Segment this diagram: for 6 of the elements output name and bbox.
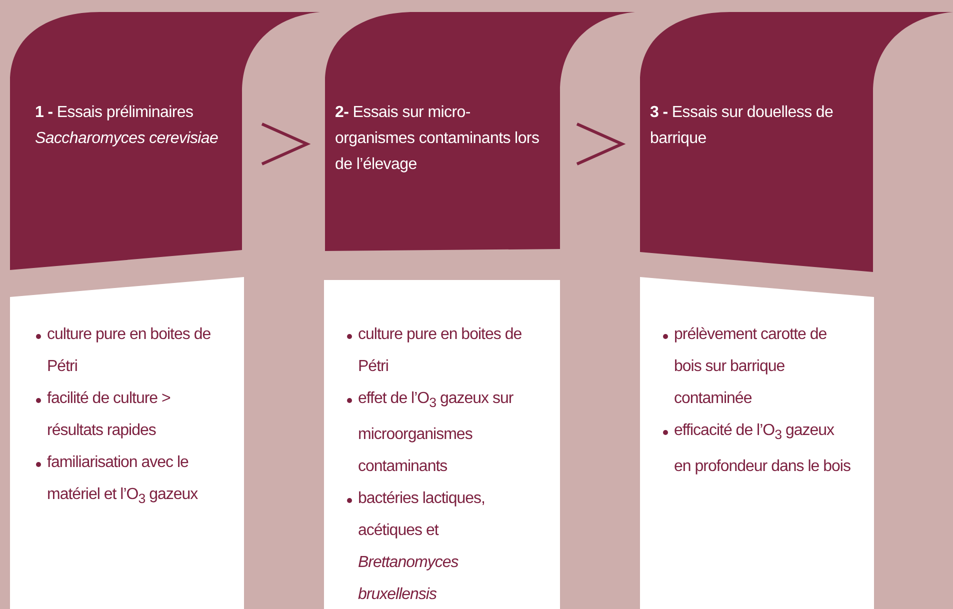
step-title: 1 - Essais préliminaires Saccharomyces cerevisiae — [35, 103, 220, 149]
bullet-text: bactéries lactiques, acétiques et Brettanomyces bruxellensis — [358, 490, 485, 604]
bullet-text: familiarisation avec le matériel et l’O$_{3}$ gazeux — [47, 454, 198, 503]
step-title: 3 - Essais sur douelless de barrique — [650, 103, 834, 149]
bullet-text: efficacité de l’O$_{3}$ gazeux en profondeur dans le bois — [674, 422, 850, 476]
step-title: 2- Essais sur micro-organismes contaminants lors de l’élevage — [335, 103, 540, 175]
